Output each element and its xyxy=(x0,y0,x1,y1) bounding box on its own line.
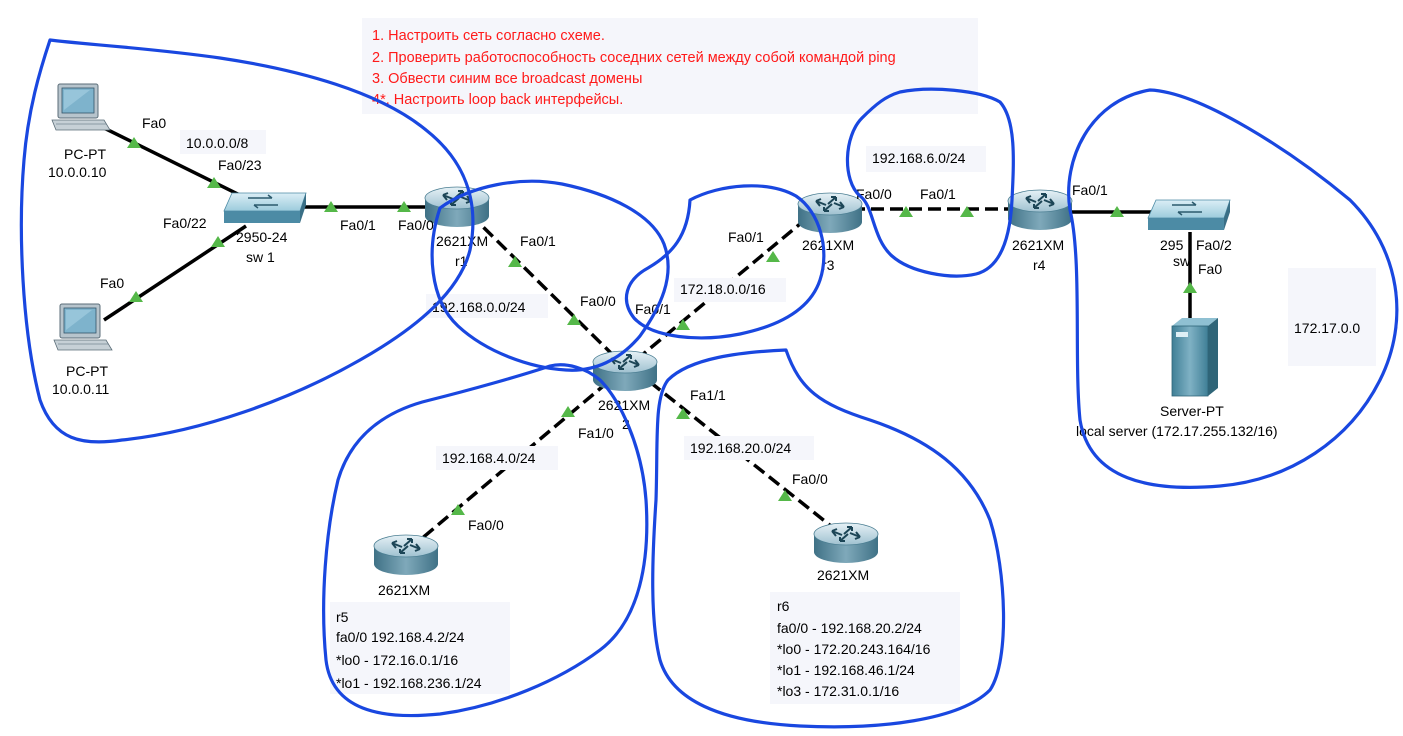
broadcast-domain-outline xyxy=(430,179,670,372)
broadcast-domains xyxy=(19,38,1399,729)
router-icon[interactable] xyxy=(797,192,863,234)
port-label: Fa0 xyxy=(142,115,166,131)
r4-model: 2621XM xyxy=(1012,237,1064,253)
port-label: Fa0/23 xyxy=(218,157,262,173)
label-bg xyxy=(866,146,986,172)
link-up-icon xyxy=(567,314,581,325)
switch-icon[interactable] xyxy=(223,192,307,224)
broadcast-domain-outline xyxy=(1067,88,1399,489)
r1-model: 2621XM xyxy=(436,233,488,249)
task-4: 4*. Настроить loop back интерфейсы. xyxy=(372,92,623,108)
server-icon[interactable] xyxy=(1171,318,1218,397)
r5-model: 2621XM xyxy=(378,582,430,598)
links xyxy=(99,124,1192,542)
pc1-ip: 10.0.0.10 xyxy=(48,164,107,180)
task-2: 2. Проверить работоспособность соседних … xyxy=(372,50,896,66)
port-label: Fa1/0 xyxy=(578,425,614,441)
label-bg xyxy=(436,446,558,470)
r6-note-line: r6 xyxy=(777,598,790,614)
r6-note-line: *lo3 - 172.31.0.1/16 xyxy=(777,683,899,699)
broadcast-domain-outline xyxy=(651,348,1006,729)
port-label: Fa1/1 xyxy=(690,387,726,403)
link-r1-r2 xyxy=(468,212,620,362)
broadcast-domain-outline xyxy=(624,184,826,340)
pc-icon[interactable] xyxy=(51,83,111,131)
r2-model: 2621XM xyxy=(598,397,650,413)
r5-note-line: r5 xyxy=(336,609,349,625)
label-bg xyxy=(1288,268,1376,366)
broadcast-domain-outline xyxy=(845,87,1015,278)
pc-icon[interactable] xyxy=(53,303,113,351)
network-label: 192.168.0.0/24 xyxy=(432,299,526,315)
sw2-model: 295 xyxy=(1160,237,1184,253)
r3-model: 2621XM xyxy=(802,237,854,253)
r6-note-line: fa0/0 - 192.168.20.2/24 xyxy=(777,620,922,636)
label-bg xyxy=(684,436,814,460)
sw1-name: sw 1 xyxy=(246,249,275,265)
port-label: Fa0/22 xyxy=(163,215,207,231)
task-3: 3. Обвести синим все broadcast домены xyxy=(372,71,642,87)
port-label: Fa0/1 xyxy=(635,301,671,317)
router-icon[interactable] xyxy=(813,522,879,564)
network-label: 192.168.20.0/24 xyxy=(690,440,791,456)
port-label: Fa0/1 xyxy=(920,186,956,202)
port-label: Fa0/0 xyxy=(580,293,616,309)
label-bg xyxy=(180,130,266,154)
router-icon[interactable] xyxy=(424,186,490,228)
port-label: Fa0/0 xyxy=(792,471,828,487)
sw1-model: 2950-24 xyxy=(236,229,288,245)
port-label: Fa0/0 xyxy=(856,186,892,202)
r6-note-line: *lo1 - 192.168.46.1/24 xyxy=(777,662,915,678)
r5-note-line: *lo0 - 172.16.0.1/16 xyxy=(336,652,458,668)
sw2-name: sw xyxy=(1173,253,1191,269)
switch-icon[interactable] xyxy=(1147,199,1231,231)
r5-note-line: fa0/0 192.168.4.2/24 xyxy=(336,629,465,645)
r5-note-line: *lo1 - 192.168.236.1/24 xyxy=(336,675,482,691)
port-label: Fa0 xyxy=(100,275,124,291)
network-label: 10.0.0.0/8 xyxy=(186,135,248,151)
r6-model: 2621XM xyxy=(817,567,869,583)
port-label: Fa0/0 xyxy=(468,517,504,533)
port-label: Fa0/0 xyxy=(398,217,434,233)
broadcast-domain-outline xyxy=(322,363,649,718)
link-up-icon xyxy=(766,251,780,262)
server-model: Server-PT xyxy=(1160,403,1224,419)
port-label: Fa0/1 xyxy=(520,233,556,249)
broadcast-domain-outline xyxy=(19,38,475,444)
server-name: local server (172.17.255.132/16) xyxy=(1076,423,1278,439)
port-label: Fa0 xyxy=(1198,261,1222,277)
network-label: 172.18.0.0/16 xyxy=(680,281,766,297)
r6-note-bg xyxy=(770,592,960,704)
port-label: Fa0/1 xyxy=(340,217,376,233)
task-note-bg xyxy=(362,18,978,114)
label-bg xyxy=(674,278,786,302)
link-up-icon xyxy=(676,319,690,330)
link-up-icon xyxy=(1183,282,1197,293)
link-pc1-sw1 xyxy=(99,124,259,206)
link-pc2-sw1 xyxy=(103,224,247,322)
pc2-ip: 10.0.0.11 xyxy=(52,381,110,397)
network-label: 192.168.4.0/24 xyxy=(442,450,536,466)
port-label: Fa0/2 xyxy=(1196,237,1232,253)
network-label: 192.168.6.0/24 xyxy=(872,150,966,166)
port-label: Fa0/1 xyxy=(728,229,764,245)
task-1: 1. Настроить сеть согласно схеме. xyxy=(372,28,605,44)
pc1-model: PC-PT xyxy=(64,146,106,162)
pc2-model: PC-PT xyxy=(66,363,108,379)
router-icon[interactable] xyxy=(1007,189,1073,231)
port-label: Fa0/1 xyxy=(1072,182,1108,198)
r6-note-line: *lo0 - 172.20.243.164/16 xyxy=(777,641,931,657)
router-icon[interactable] xyxy=(373,534,439,576)
r5-note-bg xyxy=(330,602,510,694)
r4-name: r4 xyxy=(1033,257,1046,273)
network-label: 172.17.0.0 xyxy=(1294,320,1360,336)
